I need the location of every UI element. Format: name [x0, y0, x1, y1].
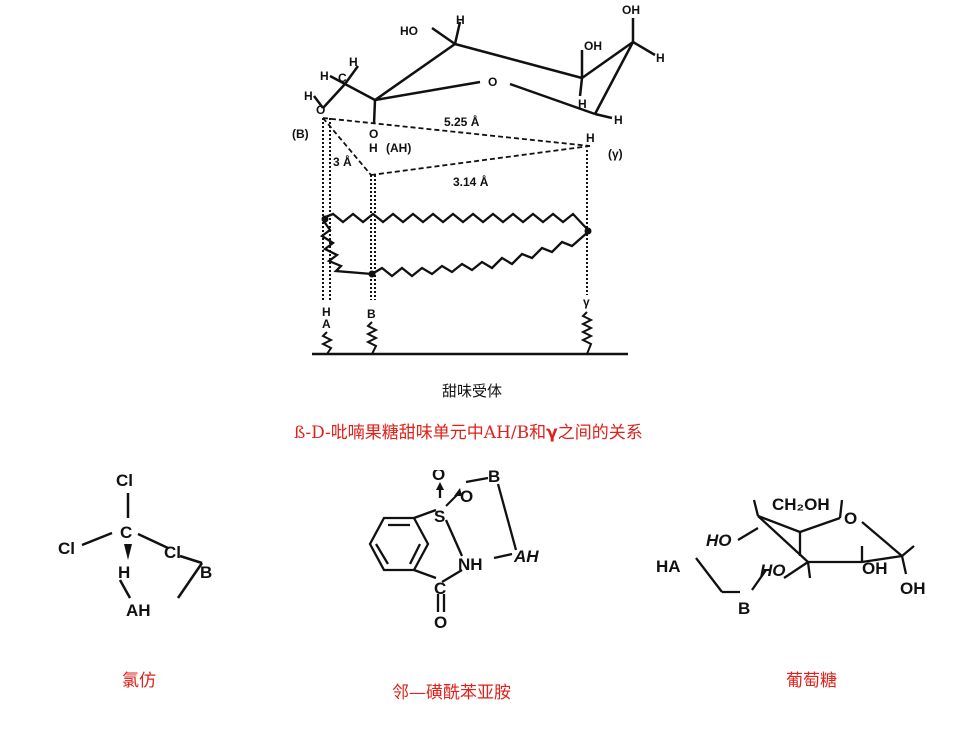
svg-text:H: H [614, 113, 623, 127]
b-label: B [488, 470, 500, 486]
svg-text:B: B [367, 307, 376, 321]
ch2oh-label: CH₂OH [772, 495, 830, 514]
glucose-caption: 葡萄糖 [786, 671, 837, 691]
receptor-stand-wavy-lines [320, 311, 594, 355]
svg-text:H: H [349, 55, 358, 69]
o-bottom-label: O [434, 613, 447, 632]
b-label: B [200, 563, 212, 582]
glucose-structure: CH₂OH O HO HA HO OH OH B [656, 495, 926, 618]
receptor-site-triangle [319, 212, 589, 278]
ah-label: AH [126, 601, 151, 620]
svg-text:H: H [320, 69, 329, 83]
svg-text:H: H [322, 305, 331, 319]
svg-text:OH: OH [622, 3, 640, 17]
svg-text:H: H [304, 89, 313, 103]
main-caption-gamma: γ [546, 423, 558, 443]
svg-text:(AH): (AH) [386, 141, 411, 155]
svg-text:H: H [656, 51, 665, 65]
cl-top-label: Cl [116, 471, 133, 490]
ring-atom-labels: OH HO H OH H H C H O H H H O (B) O H (AH… [292, 3, 665, 189]
svg-text:O: O [369, 127, 378, 141]
svg-text:A: A [322, 317, 331, 331]
ah-label: AH [513, 547, 539, 566]
cl-right-label: Cl [164, 543, 181, 562]
svg-text:H: H [456, 13, 465, 27]
main-caption-text: ß-D-吡喃果糖甜味单元中AH/B和 [294, 423, 547, 443]
svg-text:3 Å: 3 Å [333, 154, 352, 169]
svg-text:5.25 Å: 5.25 Å [444, 114, 480, 129]
svg-text:γ: γ [583, 295, 590, 309]
chloroform-structure: Cl Cl C Cl H B AH [58, 471, 212, 620]
receptor-caption: 甜味受体 [442, 382, 503, 400]
svg-text:C: C [338, 71, 347, 85]
receptor-stand-labels: H A B γ [322, 295, 590, 331]
svg-text:(B): (B) [292, 127, 309, 141]
oh-mid-label: OH [862, 559, 888, 578]
o-b-label: O [460, 487, 473, 506]
svg-text:OH: OH [584, 39, 602, 53]
wedge-bond [124, 544, 132, 560]
svg-text:3.14 Å: 3.14 Å [453, 174, 489, 189]
saccharin-caption: 邻—磺酰苯亚胺 [392, 683, 511, 703]
ho-mid-label: HO [760, 561, 786, 580]
svg-text:(γ): (γ) [608, 147, 623, 161]
receptor-projection-lines [322, 118, 588, 300]
h-label: H [118, 563, 130, 582]
b-label: B [738, 599, 750, 618]
svg-text:H: H [369, 141, 378, 155]
saccharin-structure: O O B S NH AH C O [368, 470, 539, 632]
svg-text:H: H [586, 131, 595, 145]
main-caption: ß-D-吡喃果糖甜味单元中AH/B和γ之间的关系 [294, 418, 643, 443]
c-label: C [120, 523, 132, 542]
ha-label: HA [656, 557, 681, 576]
ho-top-label: HO [706, 531, 732, 550]
svg-text:H: H [578, 97, 587, 111]
svg-text:HO: HO [400, 24, 418, 38]
svg-text:O: O [488, 75, 497, 89]
svg-text:O: O [316, 103, 325, 117]
cl-left-label: Cl [58, 539, 75, 558]
ring-o-label: O [844, 509, 857, 528]
main-caption-tail: 之间的关系 [557, 423, 643, 443]
nh-label: NH [458, 555, 483, 574]
s-label: S [434, 507, 445, 526]
chloroform-caption: 氯仿 [122, 671, 156, 691]
oh-right-label: OH [900, 579, 926, 598]
c-label: C [434, 579, 446, 598]
o-top-label: O [432, 470, 445, 484]
fructopyranose-ring [313, 18, 656, 125]
